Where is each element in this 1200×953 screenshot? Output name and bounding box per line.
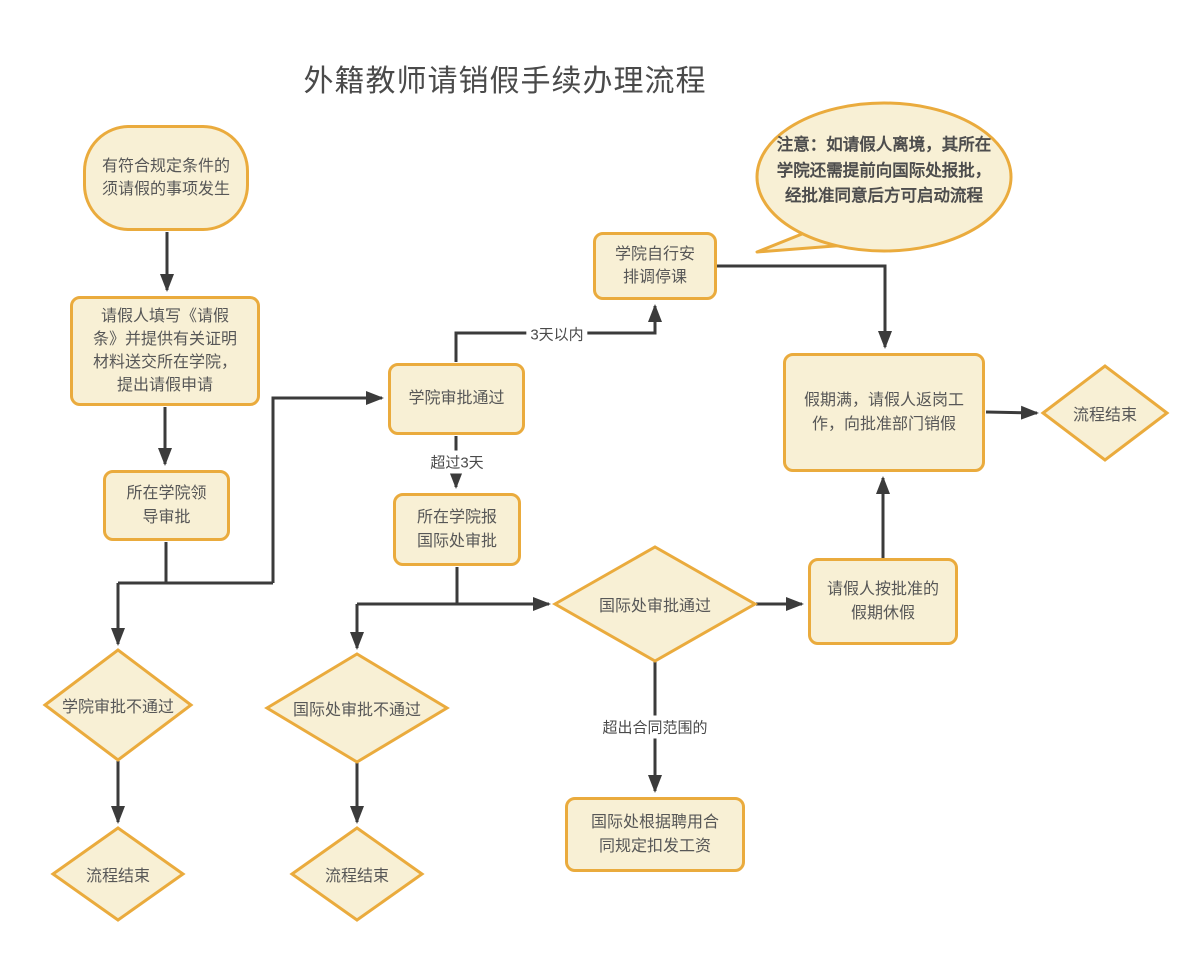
arrange-classes-node: 学院自行安 排调停课 (593, 232, 717, 300)
end-right-diamond (1040, 364, 1170, 462)
diagram-title: 外籍教师请销假手续办理流程 (303, 65, 707, 98)
international-approved-label: 国际处审批通过 (598, 598, 712, 615)
decision-shapes (42, 364, 1170, 922)
deduct-salary-node: 国际处根据聘用合 同规定扣发工资 (565, 797, 745, 872)
end-right-label: 流程结束 (1072, 407, 1138, 424)
return-to-work-node: 假期满，请假人返岗工 作，向批准部门销假 (783, 353, 985, 472)
edge-junction-to-collegepass (271, 391, 384, 583)
start-node: 有符合规定条件的 须请假的事项发生 (83, 125, 249, 231)
edge-returnwork-to-end (985, 405, 1039, 420)
end-mid-diamond (289, 826, 425, 922)
note-bubble-body (755, 101, 1013, 253)
end-mid-label: 流程结束 (324, 868, 390, 885)
edge-label-within-3-days: 3天以内 (526, 322, 588, 346)
edge-collegeleader-junction (118, 542, 273, 585)
note-bubble (755, 101, 1013, 254)
edge-reportintl-junction (357, 567, 459, 606)
international-approved-diamond (551, 545, 759, 663)
take-leave-node: 请假人按批准的 假期休假 (808, 558, 958, 645)
edge-label-beyond-contract: 超出合同范围的 (598, 715, 712, 739)
college-approved-node: 学院审批通过 (388, 363, 525, 435)
international-rejected-label: 国际处审批不通过 (292, 702, 422, 719)
end-left-label: 流程结束 (85, 868, 151, 885)
college-rejected-label: 学院审批不通过 (61, 699, 175, 716)
note-text: 注意：如请假人离境，其所在 学院还需提前向国际处报批， 经批准同意后方可启动流程 (776, 136, 992, 206)
fill-leave-form-node: 请假人填写《请假 条》并提供有关证明 材料送交所在学院， 提出请假申请 (70, 296, 260, 406)
report-international-office-node: 所在学院报 国际处审批 (393, 493, 521, 566)
edge-label-over-3-days: 超过3天 (426, 450, 488, 474)
connector-lines (111, 232, 1039, 824)
end-left-diamond (50, 826, 186, 922)
international-rejected-diamond (264, 652, 450, 764)
edge-arrangeclass-to-returnwork (717, 264, 892, 349)
college-leader-approval-node: 所在学院领 导审批 (103, 470, 230, 541)
college-rejected-diamond (42, 648, 194, 762)
